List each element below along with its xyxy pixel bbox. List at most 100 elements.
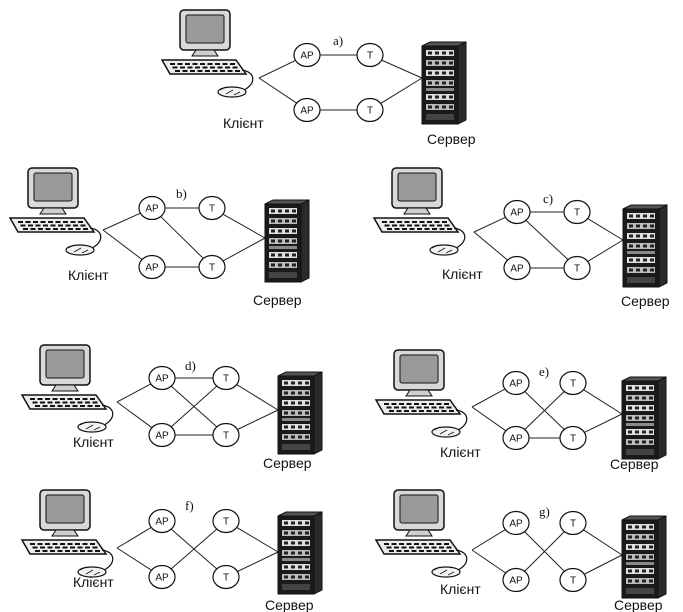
server-label: Сервер: [621, 293, 670, 309]
server-rack-icon: [264, 199, 310, 283]
ap-circle: [138, 195, 166, 221]
link-t2-s: [584, 554, 623, 575]
link-c-a1: [473, 216, 506, 233]
ap-node: AP: [148, 508, 176, 534]
client-computer-icon: [20, 489, 114, 578]
link-a1-t2: [160, 216, 204, 259]
link-t2-s: [237, 551, 279, 572]
t-label: T: [574, 264, 580, 275]
ap-node: AP: [293, 42, 321, 68]
link-t1-s: [583, 529, 623, 556]
link-c-a1: [471, 388, 506, 408]
ap-circle: [148, 564, 176, 590]
t-label: T: [570, 379, 576, 390]
server-rack-icon: [277, 371, 323, 455]
t-node: T: [212, 422, 240, 448]
t-circle: [559, 425, 587, 451]
ap-circle: [148, 422, 176, 448]
link-t1-s: [381, 59, 423, 79]
ap-circle: [502, 567, 530, 593]
server-label: Сервер: [263, 455, 312, 471]
ap-node: AP: [138, 254, 166, 280]
t-node: T: [559, 567, 587, 593]
t-label: T: [223, 374, 229, 385]
diagram-tag: a): [333, 33, 343, 48]
client-label: Клієнт: [440, 444, 481, 460]
client-label: Клієнт: [223, 115, 264, 131]
client-label: Клієнт: [73, 434, 114, 450]
ap-label: AP: [509, 379, 523, 390]
link-c-a1: [116, 383, 152, 403]
ap-node: AP: [502, 425, 530, 451]
t-node: T: [212, 564, 240, 590]
t-node: T: [559, 370, 587, 396]
link-c-a2: [258, 77, 297, 104]
diagram-tag: b): [176, 186, 187, 201]
link-t2-s: [222, 237, 266, 262]
server-label: Сервер: [253, 292, 302, 308]
t-node: T: [212, 508, 240, 534]
t-label: T: [570, 519, 576, 530]
link-c-a2: [102, 229, 143, 260]
diagram-tag: e): [539, 364, 549, 379]
client-computer-icon: [374, 349, 468, 438]
ap-label: AP: [509, 519, 523, 530]
server-rack-icon: [277, 511, 323, 595]
link-t2-s: [587, 239, 624, 262]
server-rack-icon: [621, 515, 667, 599]
client-computer-icon: [374, 489, 468, 578]
server-rack-icon: [621, 376, 667, 460]
ap-circle: [293, 97, 321, 123]
link-a2-t1: [170, 528, 218, 570]
ap-label: AP: [300, 106, 314, 117]
ap-node: AP: [148, 564, 176, 590]
ap-circle: [503, 199, 531, 225]
link-t2-s: [584, 413, 623, 433]
ap-node: AP: [138, 195, 166, 221]
ap-label: AP: [510, 208, 524, 219]
t-label: T: [367, 106, 373, 117]
ap-label: AP: [155, 573, 169, 584]
ap-circle: [502, 425, 530, 451]
ap-label: AP: [509, 434, 523, 445]
t-label: T: [367, 51, 373, 62]
ap-node: AP: [502, 510, 530, 536]
link-c-a2: [471, 406, 507, 432]
ap-circle: [148, 365, 176, 391]
server-label: Сервер: [427, 131, 476, 147]
link-t1-s: [587, 218, 624, 241]
ap-node: AP: [293, 97, 321, 123]
client-label: Клієнт: [68, 267, 109, 283]
link-c-a2: [116, 401, 153, 429]
ap-circle: [138, 254, 166, 280]
ap-label: AP: [510, 264, 524, 275]
client-computer-icon: [20, 344, 114, 433]
link-c-a2: [471, 549, 506, 574]
ap-node: AP: [503, 255, 531, 281]
t-circle: [198, 254, 226, 280]
t-node: T: [559, 425, 587, 451]
ap-node: AP: [502, 370, 530, 396]
t-circle: [356, 97, 384, 123]
ap-node: AP: [502, 567, 530, 593]
ap-circle: [502, 510, 530, 536]
t-circle: [356, 42, 384, 68]
server-rack-icon: [421, 41, 467, 125]
ap-node: AP: [148, 365, 176, 391]
client-computer-icon: [8, 167, 102, 256]
link-a2-t1: [170, 385, 218, 428]
diagram-tag: f): [185, 498, 194, 513]
t-node: T: [356, 97, 384, 123]
t-label: T: [570, 576, 576, 587]
t-circle: [563, 255, 591, 281]
server-rack-icon: [622, 204, 668, 288]
t-circle: [212, 422, 240, 448]
diagram-tag: g): [539, 504, 550, 519]
server-label: Сервер: [265, 597, 314, 612]
link-c-a1: [258, 60, 296, 79]
t-label: T: [570, 434, 576, 445]
link-t2-s: [380, 77, 423, 104]
client-computer-icon: [160, 9, 254, 98]
link-t1-s: [222, 213, 266, 239]
t-label: T: [223, 573, 229, 584]
